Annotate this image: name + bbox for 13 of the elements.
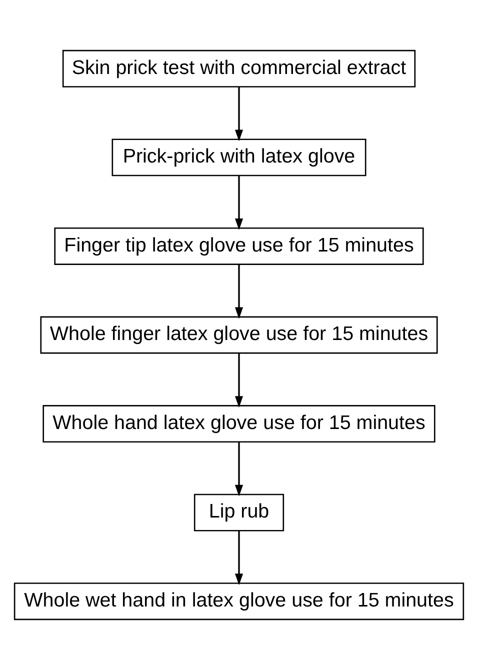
arrow: [234, 530, 244, 586]
node-box: Finger tip latex glove use for 15 minutes: [54, 227, 424, 265]
node-box: Whole hand latex glove use for 15 minutes: [42, 405, 436, 443]
node-box: Whole finger latex glove use for 15 minutes: [40, 316, 438, 354]
arrow: [234, 353, 244, 408]
arrow: [234, 264, 244, 319]
arrow: [234, 86, 244, 142]
node-box: Skin prick test with commercial extract: [62, 50, 416, 88]
node-box: Lip rub: [194, 494, 284, 532]
arrow: [234, 176, 244, 230]
arrow: [234, 442, 244, 496]
node-box: Prick-prick with latex glove: [112, 138, 366, 176]
node-box: Whole wet hand in latex glove use for 15 minutes: [14, 582, 464, 620]
